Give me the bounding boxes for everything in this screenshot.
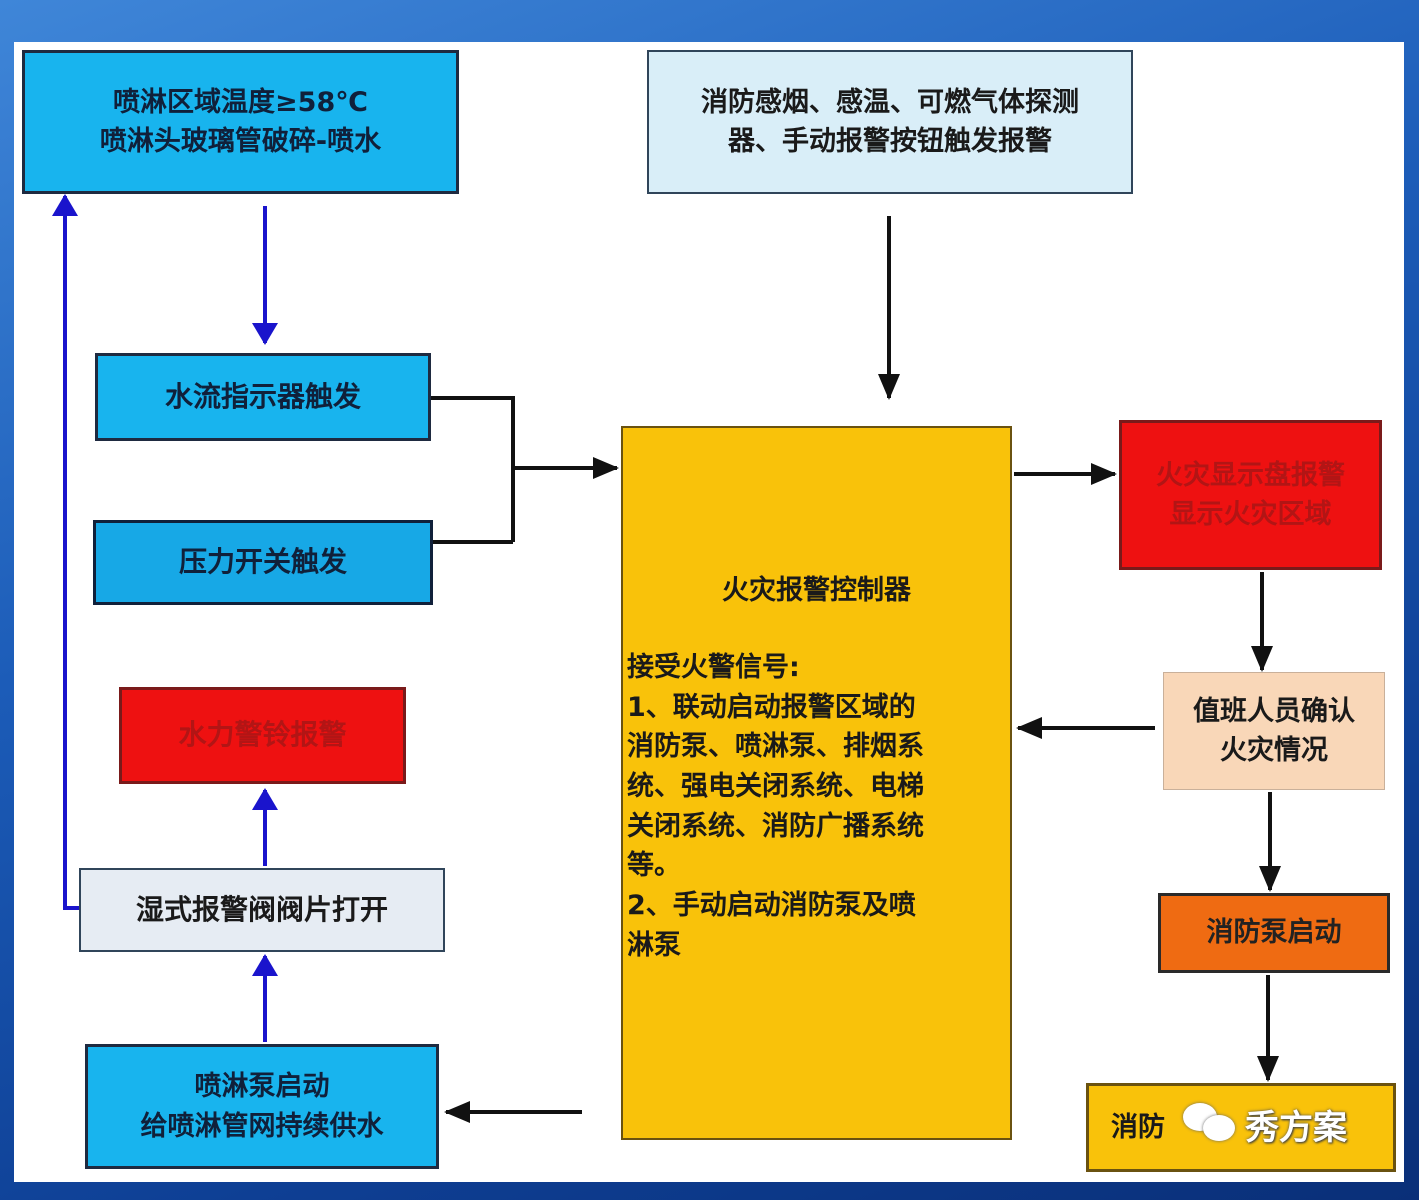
node-duty-confirm-text: 值班人员确认 火灾情况	[1193, 695, 1355, 766]
node-fire-pump: 消防泵启动	[1158, 893, 1390, 973]
node-alarm-valve: 湿式报警阀阀片打开	[79, 868, 445, 952]
controller-line: 1、联动启动报警区域的 消防泵、喷淋泵、排烟系 统、强电关闭系统、电梯 关闭系统…	[627, 691, 924, 882]
node-pressure-switch-text: 压力开关触发	[178, 545, 347, 579]
node-duty-confirm: 值班人员确认 火灾情况	[1163, 672, 1385, 790]
watermark-text: 秀方案	[1245, 1107, 1347, 1148]
connector-waterflow	[431, 396, 515, 542]
node-bottom-right-text: 消防	[1111, 1111, 1165, 1143]
node-water-bell-text: 水力警铃报警	[178, 718, 347, 752]
node-water-bell: 水力警铃报警	[119, 687, 406, 784]
node-fire-display-panel: 火灾显示盘报警 显示火灾区域	[1119, 420, 1382, 570]
node-alarm-valve-text: 湿式报警阀阀片打开	[135, 892, 388, 926]
node-sprinkler-temperature-text: 喷淋区域温度≥58℃ 喷淋头玻璃管破碎-喷水	[99, 86, 382, 157]
node-detectors: 消防感烟、感温、可燃气体探测 器、手动报警按钮触发报警	[647, 50, 1133, 194]
node-fire-pump-text: 消防泵启动	[1206, 917, 1342, 949]
controller-title: 火灾报警控制器	[722, 575, 911, 606]
node-bottom-right: 消防	[1086, 1083, 1396, 1172]
watermark: 秀方案	[1183, 1098, 1347, 1150]
node-fire-display-panel-text: 火灾显示盘报警 显示火灾区域	[1156, 459, 1345, 530]
arrow-valve-to-temp	[52, 194, 79, 910]
controller-line: 接受火警信号:	[627, 652, 800, 683]
node-fire-alarm-controller: 火灾报警控制器 接受火警信号: 1、联动启动报警区域的 消防泵、喷淋泵、排烟系 …	[621, 426, 1012, 1140]
node-sprinkler-pump: 喷淋泵启动 给喷淋管网持续供水	[85, 1044, 439, 1169]
node-sprinkler-temperature: 喷淋区域温度≥58℃ 喷淋头玻璃管破碎-喷水	[22, 50, 459, 194]
node-water-flow-indicator-text: 水流指示器触发	[164, 379, 361, 413]
controller-line: 2、手动启动消防泵及喷 淋泵	[627, 890, 916, 961]
controller-body: 接受火警信号: 1、联动启动报警区域的 消防泵、喷淋泵、排烟系 统、强电关闭系统…	[627, 648, 1006, 966]
wechat-icon	[1183, 1101, 1239, 1147]
node-sprinkler-pump-text: 喷淋泵启动 给喷淋管网持续供水	[140, 1071, 384, 1142]
node-detectors-text: 消防感烟、感温、可燃气体探测 器、手动报警按钮触发报警	[701, 86, 1079, 157]
node-pressure-switch: 压力开关触发	[93, 520, 433, 605]
node-water-flow-indicator: 水流指示器触发	[95, 353, 431, 441]
